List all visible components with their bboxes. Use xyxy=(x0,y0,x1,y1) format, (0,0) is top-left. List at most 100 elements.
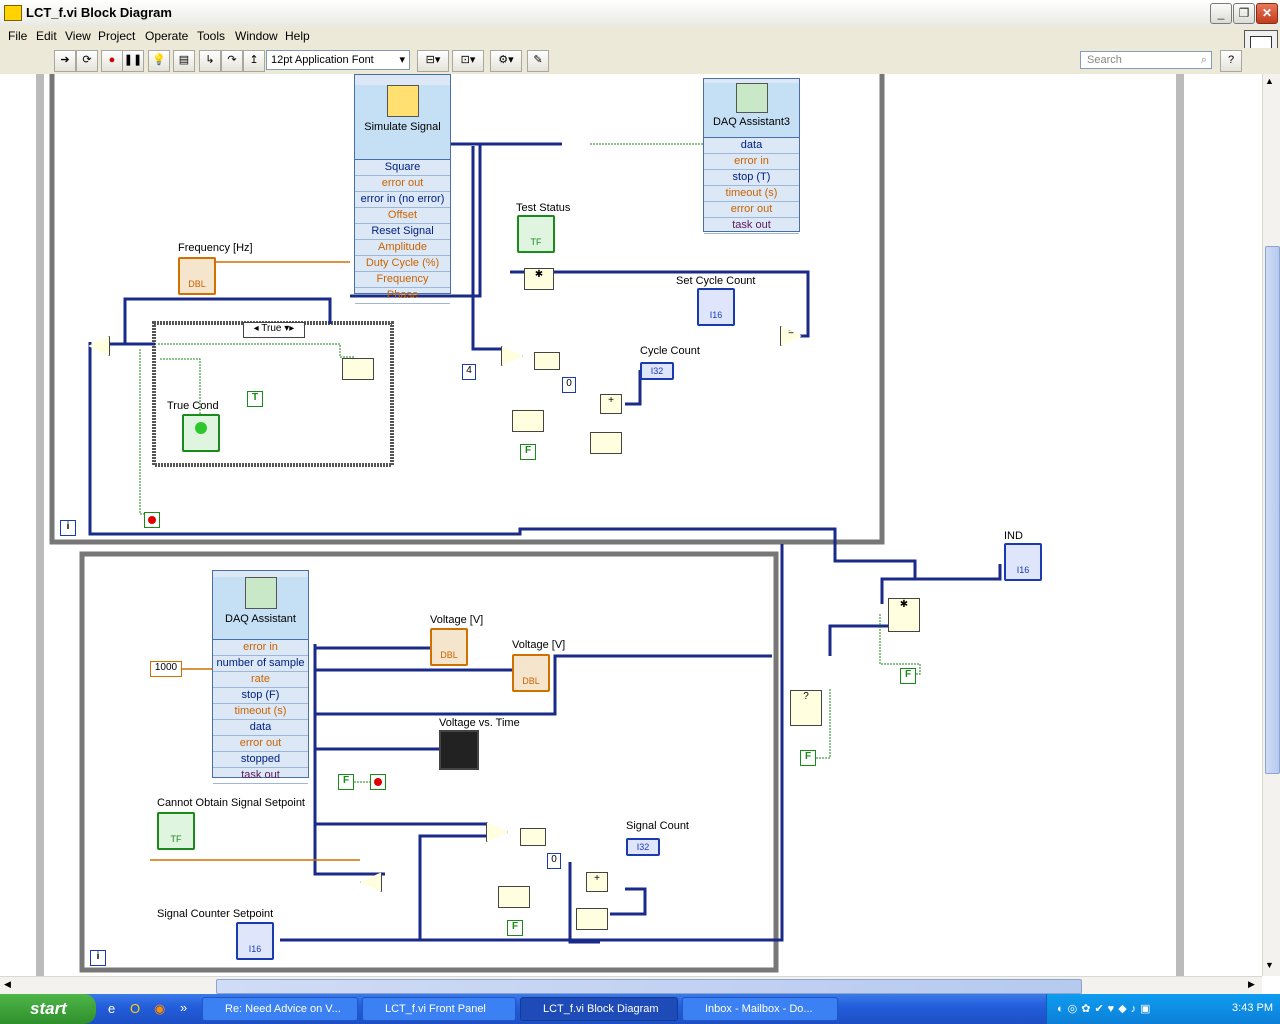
add-node-bottom[interactable]: + xyxy=(586,872,608,892)
taskbar-button-block-diagram[interactable]: LCT_f.vi Block Diagram xyxy=(520,997,678,1021)
daq-row-task-out[interactable]: task out xyxy=(213,768,308,784)
menu-view[interactable]: View xyxy=(65,29,91,43)
run-continuously-icon[interactable]: ⟳ xyxy=(76,50,98,72)
constant-f-mid[interactable]: F xyxy=(800,750,816,766)
constant-f-right[interactable]: F xyxy=(900,668,916,684)
stop-terminal-bottom[interactable] xyxy=(370,774,386,790)
feedback-node-bottom[interactable] xyxy=(576,908,608,930)
start-button[interactable]: start xyxy=(0,994,96,1024)
close-button[interactable]: ✕ xyxy=(1256,3,1278,24)
constant-1000[interactable]: 1000 xyxy=(150,661,182,677)
daq3-row-error-out[interactable]: error out xyxy=(704,202,799,218)
shift-register-node[interactable]: ✱ xyxy=(524,268,554,290)
horizontal-scroll-thumb[interactable] xyxy=(216,979,1082,994)
ind-indicator-terminal[interactable]: I16 xyxy=(1004,543,1042,581)
font-select[interactable]: 12pt Application Font▾ xyxy=(266,50,410,70)
daq-assistant-node[interactable]: DAQ Assistant error in number of sample … xyxy=(212,570,309,784)
constant-t[interactable]: T xyxy=(247,391,263,407)
select-node-right[interactable]: ✱ xyxy=(888,598,920,632)
daq-row-timeout[interactable]: timeout (s) xyxy=(213,704,308,720)
feedback-node-bottom-left[interactable] xyxy=(498,886,530,908)
daq-row-rate[interactable]: rate xyxy=(213,672,308,688)
help-icon[interactable]: ? xyxy=(1220,50,1242,72)
sim-row-duty-cycle[interactable]: Duty Cycle (%) xyxy=(355,256,450,272)
simulate-signal-node[interactable]: Simulate Signal Square error out error i… xyxy=(354,74,451,304)
retain-wire-values-icon[interactable]: ▤ xyxy=(173,50,195,72)
daq-assistant3-node[interactable]: DAQ Assistant3 data error in stop (T) ti… xyxy=(703,78,800,234)
quick-launch-more-icon[interactable]: » xyxy=(180,1000,188,1015)
cannot-obtain-indicator-terminal[interactable]: TF xyxy=(157,812,195,850)
daq3-row-error-in[interactable]: error in xyxy=(704,154,799,170)
daq-row-stopped[interactable]: stopped xyxy=(213,752,308,768)
menu-help[interactable]: Help xyxy=(285,29,310,43)
feedback-node-top[interactable] xyxy=(590,432,622,454)
signal-count-indicator-terminal[interactable]: I32 xyxy=(626,838,660,856)
pause-icon[interactable]: ❚❚ xyxy=(122,50,144,72)
menu-window[interactable]: Window xyxy=(235,29,278,43)
minimize-button[interactable]: _ xyxy=(1210,3,1232,24)
voltage-tank-terminal[interactable]: DBL xyxy=(512,654,550,692)
scroll-right-icon[interactable]: ▶ xyxy=(1248,979,1255,989)
sim-row-error-in[interactable]: error in (no error) xyxy=(355,192,450,208)
menu-project[interactable]: Project xyxy=(98,29,136,43)
quick-launch-ie-icon[interactable]: e xyxy=(108,1001,116,1016)
constant-four[interactable]: 4 xyxy=(462,364,476,380)
taskbar-button-firefox[interactable]: Re: Need Advice on V... xyxy=(202,997,358,1021)
taskbar-button-inbox[interactable]: Inbox - Mailbox - Do... xyxy=(682,997,838,1021)
case-selector[interactable]: ◂ True ▾▸ xyxy=(243,322,305,338)
highlight-execution-icon[interactable]: 💡 xyxy=(148,50,170,72)
horizontal-scrollbar[interactable]: ◀ ▶ xyxy=(0,976,1262,995)
menu-file[interactable]: File xyxy=(8,29,28,43)
sim-row-offset[interactable]: Offset xyxy=(355,208,450,224)
frequency-control-terminal[interactable]: DBL xyxy=(178,257,216,295)
daq-row-error-out[interactable]: error out xyxy=(213,736,308,752)
select-node-mid[interactable]: ? xyxy=(790,690,822,726)
daq3-row-data[interactable]: data xyxy=(704,138,799,154)
block-diagram-canvas[interactable]: Simulate Signal Square error out error i… xyxy=(0,74,1262,976)
daq-row-number-of-sample[interactable]: number of sample xyxy=(213,656,308,672)
quick-launch-outlook-icon[interactable]: O xyxy=(130,1001,141,1016)
daq-row-error-in[interactable]: error in xyxy=(213,640,308,656)
menu-edit[interactable]: Edit xyxy=(36,29,57,43)
abort-icon[interactable]: ● xyxy=(101,50,123,72)
vertical-scroll-thumb[interactable] xyxy=(1265,246,1280,774)
signal-counter-setpoint-terminal[interactable]: I16 xyxy=(236,922,274,960)
reorder-icon[interactable]: ⚙▾ xyxy=(490,50,522,72)
constant-f-bottom[interactable]: F xyxy=(338,774,354,790)
daq3-row-task-out[interactable]: task out xyxy=(704,218,799,234)
align-objects-icon[interactable]: ⊟▾ xyxy=(417,50,449,72)
scroll-down-icon[interactable]: ▼ xyxy=(1265,960,1274,970)
test-status-indicator-terminal[interactable]: TF xyxy=(517,215,555,253)
daq-row-stop[interactable]: stop (F) xyxy=(213,688,308,704)
run-arrow-icon[interactable]: ➔ xyxy=(54,50,76,72)
constant-zero-bottom[interactable]: 0 xyxy=(547,853,561,869)
sim-row-square[interactable]: Square xyxy=(355,160,450,176)
sim-row-reset-signal[interactable]: Reset Signal xyxy=(355,224,450,240)
select-node-bottom[interactable] xyxy=(520,828,546,846)
window-title-bar[interactable]: LCT_f.vi Block Diagram _ ❐ ✕ xyxy=(0,0,1280,27)
maximize-button[interactable]: ❐ xyxy=(1233,3,1255,24)
step-into-icon[interactable]: ↳ xyxy=(199,50,221,72)
taskbar-button-front-panel[interactable]: LCT_f.vi Front Panel xyxy=(362,997,516,1021)
daq3-row-timeout[interactable]: timeout (s) xyxy=(704,186,799,202)
constant-f-bottom2[interactable]: F xyxy=(507,920,523,936)
select-node-top[interactable] xyxy=(534,352,560,370)
clean-up-diagram-icon[interactable]: ✎ xyxy=(527,50,549,72)
cycle-count-indicator-terminal[interactable]: I32 xyxy=(640,362,674,380)
add-node-top[interactable]: + xyxy=(600,394,622,414)
set-cycle-count-control-terminal[interactable]: I16 xyxy=(697,288,735,326)
scroll-left-icon[interactable]: ◀ xyxy=(4,979,11,989)
menu-operate[interactable]: Operate xyxy=(145,29,189,43)
distribute-objects-icon[interactable]: ⊡▾ xyxy=(452,50,484,72)
waveform-chart-terminal[interactable] xyxy=(439,730,479,770)
sim-row-amplitude[interactable]: Amplitude xyxy=(355,240,450,256)
tray-icons[interactable]: ◐◎✿✔♥◆♪▣ xyxy=(1057,1003,1155,1015)
daq-row-data[interactable]: data xyxy=(213,720,308,736)
constant-f-top[interactable]: F xyxy=(520,444,536,460)
sim-row-frequency[interactable]: Frequency xyxy=(355,272,450,288)
search-input[interactable]: Search⌕ xyxy=(1080,51,1212,69)
feedback-node-case[interactable] xyxy=(342,358,374,380)
step-out-icon[interactable]: ↥ xyxy=(243,50,265,72)
daq3-row-stop[interactable]: stop (T) xyxy=(704,170,799,186)
voltage-gauge-terminal[interactable]: DBL xyxy=(430,628,468,666)
